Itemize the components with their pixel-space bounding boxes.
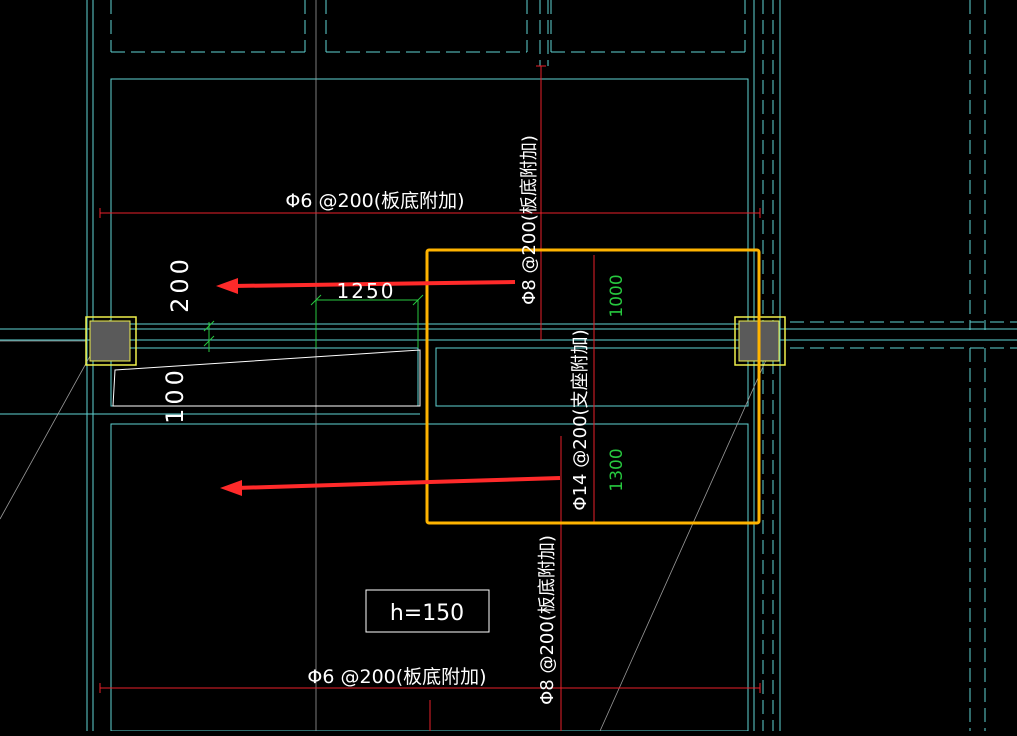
annotation-arrow-upper: [216, 278, 516, 294]
support-bar-label: Φ14 @200(支座附加): [570, 329, 591, 510]
slab-thickness-label: h=150: [390, 601, 464, 626]
dim-1250-label: 1250: [337, 279, 396, 303]
vertical-bar-lower-label: Φ8 @200(板底附加): [537, 535, 558, 705]
dim-1000-label: 1000: [607, 274, 627, 317]
rebar-lines: [99, 65, 761, 731]
dim-1300-label: 1300: [607, 448, 627, 491]
bottom-bar-label: Φ6 @200(板底附加): [307, 666, 486, 688]
vertical-bar-upper-label: Φ8 @200(板底附加): [519, 135, 540, 305]
highlight-box[interactable]: [425, 248, 761, 525]
dashed-beam-lines: [110, 0, 1017, 731]
dim-200-label: 200: [166, 255, 194, 313]
annotation-arrow-lower: [220, 476, 561, 496]
top-bar-label: Φ6 @200(板底附加): [285, 190, 464, 212]
column-left[interactable]: [85, 316, 137, 366]
slab-opening-outline: [112, 349, 421, 407]
dim-100-label: 100: [161, 366, 189, 424]
slab-thickness-box: [365, 589, 490, 633]
dimension-lines: [203, 294, 424, 352]
